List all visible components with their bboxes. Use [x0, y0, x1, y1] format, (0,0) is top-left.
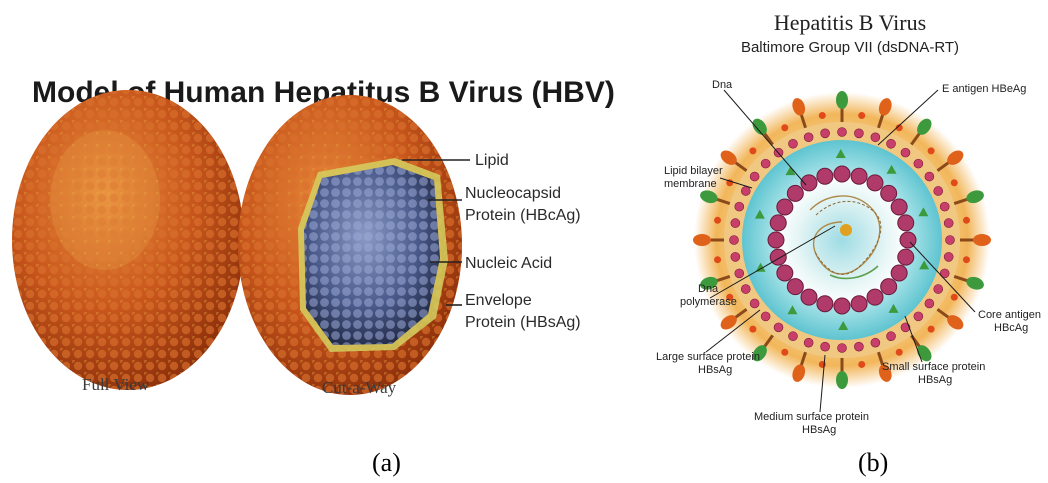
lipid-bead	[730, 236, 739, 245]
lipid-bead	[804, 133, 813, 142]
label-cut-a-way: Cut-a-Way	[322, 378, 397, 397]
capsomer	[787, 185, 803, 201]
lipid-bead	[741, 186, 750, 195]
label-membrane: membrane	[664, 178, 717, 190]
capsomer	[777, 199, 793, 215]
virus-body	[693, 91, 991, 389]
capsomer	[891, 265, 907, 281]
panel-b-hbv-diagram: Hepatitis B Virus Baltimore Group VII (d…	[620, 0, 1048, 483]
lipid-bead	[934, 186, 943, 195]
lipid-bead	[750, 172, 759, 181]
lipid-bead	[940, 202, 949, 211]
label-lipid: Lipid	[475, 152, 509, 169]
label-large-hbsag: HBsAg	[698, 364, 732, 376]
capsomer	[891, 199, 907, 215]
lipid-bead	[735, 269, 744, 278]
lipid-bead	[731, 252, 740, 261]
capsomer	[834, 298, 850, 314]
label-dna: Dna	[712, 79, 733, 91]
dna-polymerase	[840, 224, 852, 236]
hbv-structure-diagram: Hepatitis B Virus Baltimore Group VII (d…	[620, 0, 1048, 483]
capsomer	[898, 249, 914, 265]
panel-b-title: Hepatitis B Virus	[774, 10, 926, 35]
label-polymerase: polymerase	[680, 296, 737, 308]
label-envelope-protein: Protein (HBsAg)	[465, 314, 581, 331]
label-large-surface: Large surface protein	[656, 351, 760, 363]
capsomer	[881, 185, 897, 201]
lipid-bead	[944, 252, 953, 261]
label-full-view: Full View	[82, 375, 150, 394]
lipid-bead	[788, 139, 797, 148]
lipid-bead	[946, 236, 955, 245]
lipid-bead	[901, 148, 910, 157]
capsomer	[851, 168, 867, 184]
caption-b: (b)	[858, 448, 888, 478]
lipid-bead	[804, 338, 813, 347]
lipid-bead	[871, 133, 880, 142]
capsomer	[801, 289, 817, 305]
lipid-bead	[944, 219, 953, 228]
label-small-surface: Small surface protein	[882, 361, 985, 373]
lipid-bead	[735, 202, 744, 211]
cut-away-virus	[238, 95, 462, 395]
label-nucleocapsid: Nucleocapsid	[465, 185, 561, 202]
capsomer	[867, 175, 883, 191]
label-envelope: Envelope	[465, 292, 532, 309]
panel-b-subtitle: Baltimore Group VII (dsDNA-RT)	[741, 39, 959, 56]
label-core-antigen: Core antigen	[978, 309, 1041, 321]
lipid-bead	[741, 285, 750, 294]
capsomer	[770, 215, 786, 231]
lipid-bead	[925, 299, 934, 308]
capsomer	[768, 232, 784, 248]
capsomer	[770, 249, 786, 265]
lipid-bead	[901, 323, 910, 332]
capsomer	[787, 279, 803, 295]
lipid-bead	[761, 312, 770, 321]
lipid-bead	[731, 219, 740, 228]
lipid-bead	[854, 129, 863, 138]
lipid-bead	[914, 159, 923, 168]
lipid-bead	[788, 332, 797, 341]
label-small-hbsag: HBsAg	[918, 374, 952, 386]
lipid-bead	[887, 139, 896, 148]
capsomer	[817, 296, 833, 312]
lipid-bead	[838, 128, 847, 137]
lipid-bead	[821, 342, 830, 351]
label-nucleic-acid: Nucleic Acid	[465, 255, 552, 272]
lipid-bead	[774, 323, 783, 332]
capsomer	[881, 279, 897, 295]
lipid-bead	[854, 342, 863, 351]
panel-a-hbv-model: Model of Human Hepatitus B Virus (HBV) L…	[0, 0, 620, 483]
capsomer	[898, 215, 914, 231]
lipid-bead	[761, 159, 770, 168]
lipid-bead	[838, 344, 847, 353]
capsomer	[834, 166, 850, 182]
capsomer	[817, 168, 833, 184]
lipid-bead	[750, 299, 759, 308]
label-lipid-bilayer: Lipid bilayer	[664, 165, 723, 177]
label-medium-surface: Medium surface protein	[754, 411, 869, 423]
full-view-virus	[12, 90, 244, 390]
lipid-bead	[887, 332, 896, 341]
label-medium-hbsag: HBsAg	[802, 424, 836, 436]
hbv-model-illustration: Model of Human Hepatitus B Virus (HBV) L…	[0, 0, 620, 483]
capsomer	[801, 175, 817, 191]
label-core-hbcag: HBcAg	[994, 322, 1028, 334]
capsomer	[851, 296, 867, 312]
lipid-bead	[871, 338, 880, 347]
lipid-bead	[914, 312, 923, 321]
lipid-bead	[821, 129, 830, 138]
label-dna-pol: Dna	[698, 283, 719, 295]
label-nucleocapsid-protein: Protein (HBcAg)	[465, 207, 581, 224]
label-e-antigen: E antigen HBeAg	[942, 83, 1026, 95]
capsomer	[777, 265, 793, 281]
lipid-bead	[934, 285, 943, 294]
lipid-bead	[925, 172, 934, 181]
caption-a: (a)	[372, 448, 401, 478]
capsomer	[867, 289, 883, 305]
